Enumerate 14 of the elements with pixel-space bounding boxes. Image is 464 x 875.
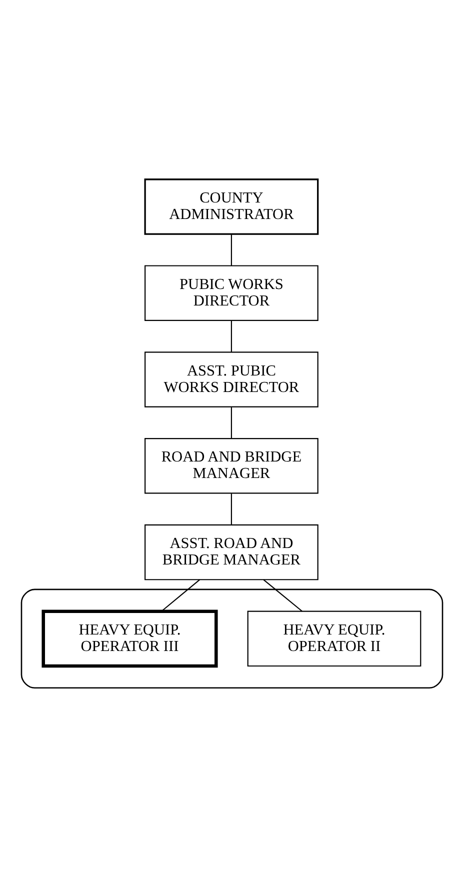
node-box: COUNTY ADMINISTRATOR (144, 178, 319, 234)
connector (161, 578, 200, 612)
node-box: ASST. PUBIC WORKS DIRECTOR (144, 351, 318, 407)
node-box: HEAVY EQUIP. OPERATOR III (42, 609, 218, 668)
cluster (20, 588, 444, 688)
connector (230, 320, 232, 352)
node-box: PUBIC WORKS DIRECTOR (144, 264, 318, 320)
connector (230, 234, 232, 266)
connector (230, 493, 232, 524)
connector (230, 406, 232, 438)
node-box: ASST. ROAD AND BRIDGE MANAGER (144, 524, 318, 580)
node-box: HEAVY EQUIP. OPERATOR II (247, 610, 422, 666)
connector (263, 578, 302, 612)
node-box: ROAD AND BRIDGE MANAGER (144, 438, 318, 494)
